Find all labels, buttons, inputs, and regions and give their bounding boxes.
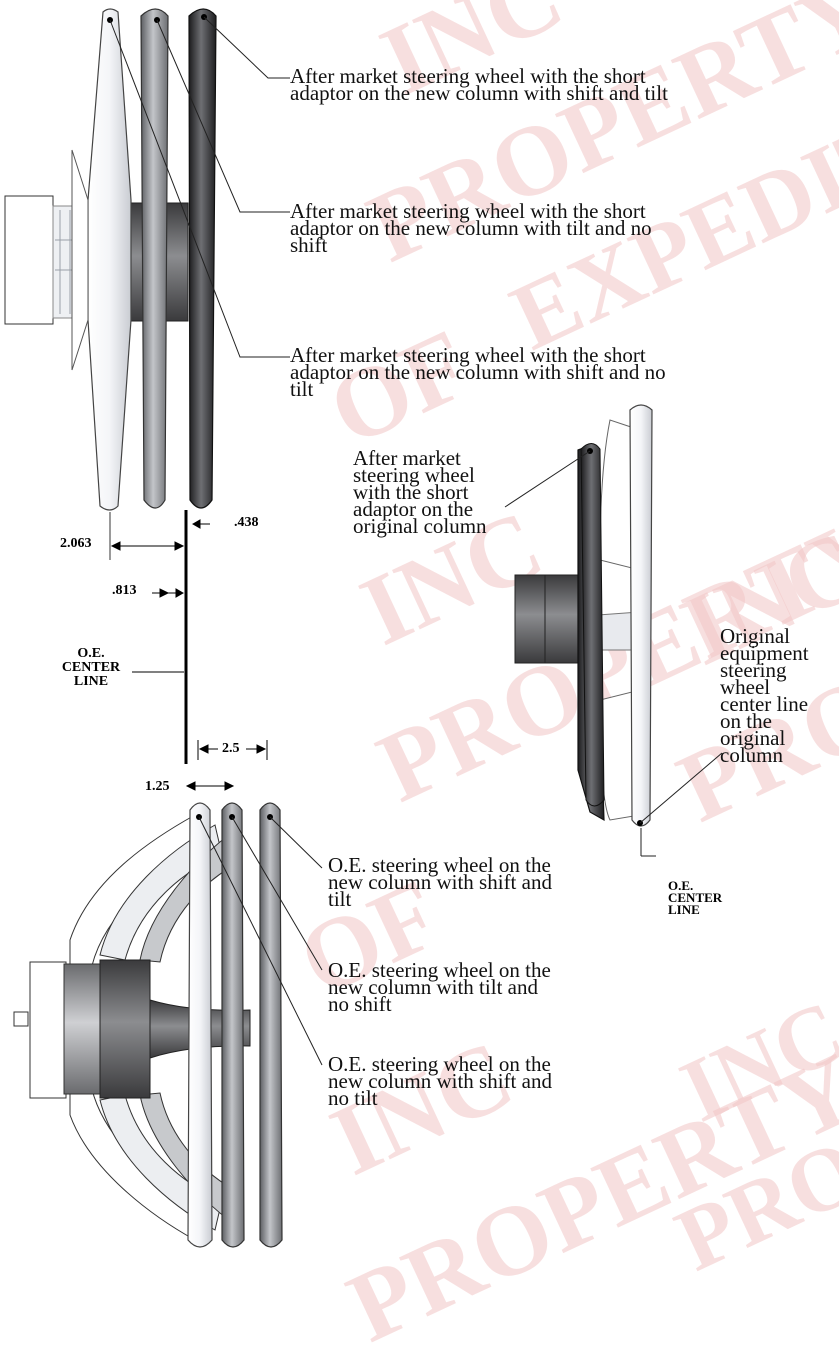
top-column-collar (4, 195, 54, 325)
right-white-rim (629, 404, 653, 827)
dim-25-label: 2.5 (222, 741, 240, 756)
bottom-hub-light (63, 963, 101, 1095)
right-wheel-assembly (504, 404, 723, 857)
dim-2063-label: 2.063 (60, 536, 92, 551)
top-callout-3: After market steering wheel with the sho… (290, 343, 666, 401)
top-callout-1: After market steering wheel with the sho… (290, 64, 668, 105)
right-hub (514, 574, 546, 664)
oe-centerline-label: O.E. CENTER LINE (61, 646, 121, 689)
bottom-column-collar (29, 961, 67, 1099)
top-gray-rim (140, 8, 169, 509)
dimension-lines (109, 510, 268, 791)
bottom-hub (99, 959, 151, 1099)
right-centerline-label: O.E. CENTER LINE (668, 878, 723, 917)
right-oe-callout: Original equipment steering wheel center… (720, 624, 809, 767)
dim-125-label: 1.25 (145, 779, 170, 794)
bottom-callout-2: O.E. steering wheel on the new column wi… (328, 958, 551, 1016)
diagram-canvas: INC PROPERTY EXPEDITION OF INC PROPERTY … (4, 0, 839, 1363)
bottom-callout-1: O.E. steering wheel on the new column wi… (328, 853, 552, 911)
bottom-callout-3: O.E. steering wheel on the new column wi… (328, 1052, 552, 1110)
bottom-gray-rim-2 (259, 802, 283, 1248)
bottom-wheel-assembly (13, 802, 323, 1248)
top-callout-2: After market steering wheel with the sho… (290, 199, 652, 257)
top-white-rim (87, 8, 132, 511)
bottom-gray-rim-1 (221, 802, 245, 1248)
drawing-svg (4, 8, 723, 1248)
bottom-white-rim (187, 802, 213, 1248)
dim-438-label: .438 (234, 515, 259, 530)
top-wheel-assembly (4, 8, 290, 511)
right-aftermarket-callout: After market steering wheel with the sho… (353, 446, 487, 538)
dim-813-label: .813 (112, 583, 137, 598)
